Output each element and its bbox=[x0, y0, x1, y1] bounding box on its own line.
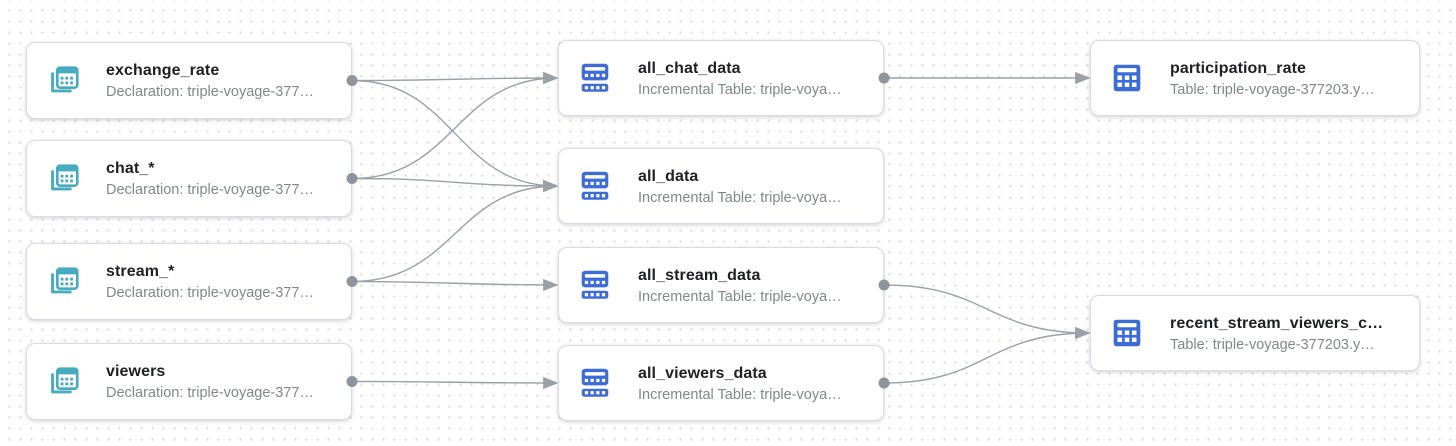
node-chat_star[interactable]: chat_* Declaration: triple-voyage-377… bbox=[26, 140, 352, 217]
node-texts: chat_* Declaration: triple-voyage-377… bbox=[106, 157, 314, 200]
table-icon bbox=[1108, 59, 1146, 97]
node-title: participation_rate bbox=[1170, 59, 1307, 77]
incremental-table-icon bbox=[576, 167, 614, 205]
declaration-icon bbox=[44, 160, 82, 198]
node-recent_stream_viewers[interactable]: recent_stream_viewers_c… Table: triple-vo… bbox=[1090, 295, 1420, 371]
node-title: all_viewers_data bbox=[638, 364, 767, 382]
node-title: stream_* bbox=[106, 263, 175, 280]
node-title: all_stream_data bbox=[638, 266, 761, 284]
node-texts: recent_stream_viewers_c… Table: triple-vo… bbox=[1170, 312, 1383, 355]
declaration-icon bbox=[44, 62, 82, 100]
node-title: recent_stream_viewers_c… bbox=[1170, 314, 1384, 332]
node-title: chat_* bbox=[106, 160, 155, 177]
node-subtitle: Incremental Table: triple-voya… bbox=[638, 189, 842, 206]
node-title: viewers bbox=[106, 363, 166, 380]
declaration-icon bbox=[44, 263, 82, 301]
incremental-table-icon bbox=[576, 59, 614, 97]
table-icon bbox=[1108, 314, 1146, 352]
node-texts: stream_* Declaration: triple-voyage-377… bbox=[106, 260, 314, 303]
incremental-table-icon bbox=[576, 266, 614, 304]
node-title: all_chat_data bbox=[638, 59, 741, 77]
node-subtitle: Incremental Table: triple-voya… bbox=[638, 81, 842, 98]
node-subtitle: Incremental Table: triple-voya… bbox=[638, 386, 842, 403]
node-stream_star[interactable]: stream_* Declaration: triple-voyage-377… bbox=[26, 243, 352, 320]
declaration-icon bbox=[44, 363, 82, 401]
node-subtitle: Table: triple-voyage-377203.y… bbox=[1170, 336, 1375, 353]
node-title: all_data bbox=[638, 167, 699, 185]
node-subtitle: Declaration: triple-voyage-377… bbox=[106, 385, 314, 401]
incremental-table-icon bbox=[576, 364, 614, 402]
node-subtitle: Table: triple-voyage-377203.y… bbox=[1170, 81, 1375, 98]
node-subtitle: Declaration: triple-voyage-377… bbox=[106, 285, 314, 301]
node-subtitle: Declaration: triple-voyage-377… bbox=[106, 84, 314, 100]
node-subtitle: Incremental Table: triple-voya… bbox=[638, 288, 842, 305]
node-title: exchange_rate bbox=[106, 62, 220, 79]
node-subtitle: Declaration: triple-voyage-377… bbox=[106, 182, 314, 198]
